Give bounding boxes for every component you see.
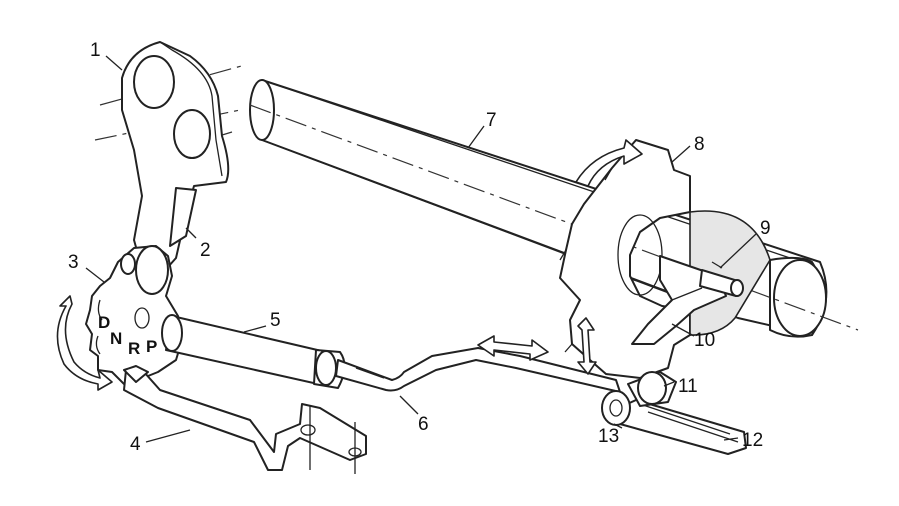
bracket-1 <box>121 41 230 277</box>
selector-position-n: N <box>110 329 122 348</box>
carriage-11 <box>627 371 677 407</box>
callout-3: 3 <box>68 252 79 273</box>
selector-position-d: D <box>98 313 110 332</box>
guide-rail-12 <box>613 399 747 455</box>
selector-position-r: R <box>128 339 140 358</box>
selector-swing-arrow-icon <box>56 295 113 391</box>
callout-5: 5 <box>270 310 281 331</box>
rod-6 <box>335 347 621 393</box>
selector-position-labels: D N R P <box>98 313 157 358</box>
callout-2: 2 <box>200 240 211 261</box>
lever-2 <box>169 187 197 247</box>
callout-labels: 1 2 3 4 5 6 7 8 9 10 11 12 13 <box>68 40 771 455</box>
connecting-tube-5 <box>161 314 346 389</box>
mounting-bracket-4 <box>123 365 367 474</box>
selector-position-p: P <box>146 337 157 356</box>
callout-10: 10 <box>694 330 715 351</box>
callout-12: 12 <box>742 430 763 451</box>
pin-9 <box>699 261 744 297</box>
rotation-arrow-top-icon <box>575 139 643 187</box>
callout-7: 7 <box>486 110 497 131</box>
callout-6: 6 <box>418 414 429 435</box>
roller-13 <box>601 390 631 426</box>
callout-13: 13 <box>598 426 619 447</box>
translation-arrow-icon <box>477 335 549 361</box>
callout-1: 1 <box>90 40 101 61</box>
callout-11: 11 <box>678 376 698 397</box>
leader-lines <box>85 55 757 443</box>
callout-4: 4 <box>130 434 141 455</box>
callout-9: 9 <box>760 218 771 239</box>
selector-sector-3 <box>85 245 183 385</box>
rotation-arrow-bottom-icon <box>577 317 597 375</box>
callout-8: 8 <box>694 134 705 155</box>
